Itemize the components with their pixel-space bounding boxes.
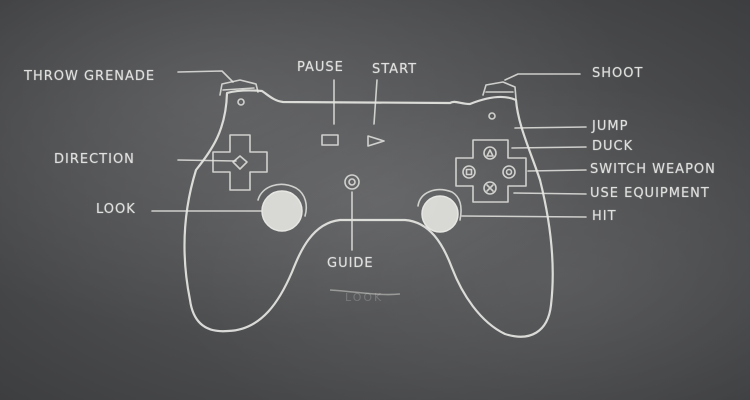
label-hit: HIT	[592, 209, 617, 224]
guide-button-icon	[344, 174, 360, 190]
square-symbol-icon	[465, 168, 473, 176]
throw-grenade-line	[177, 70, 234, 83]
use-equipment-line	[513, 192, 587, 195]
controller-outline	[183, 89, 554, 338]
right-stick-icon	[421, 195, 459, 233]
label-shoot: SHOOT	[592, 66, 644, 81]
hit-line	[461, 215, 587, 218]
cross-symbol-icon	[486, 184, 494, 192]
right-shoulder-button	[482, 81, 517, 100]
left-shoulder-button-inner	[222, 87, 255, 91]
start-line	[373, 79, 378, 125]
left-stick-ring	[257, 183, 308, 217]
label-switch-weapon: SWITCH WEAPON	[590, 162, 716, 177]
left-shoulder-button	[219, 79, 259, 96]
duck-line	[511, 146, 587, 149]
pause-button-icon	[321, 134, 339, 146]
label-look: LOOK	[96, 202, 136, 217]
action-button-cluster	[455, 139, 527, 203]
cross-button-icon	[483, 181, 497, 195]
right-stick-ring	[417, 188, 462, 221]
right-small-dot	[488, 112, 496, 120]
switch-weapon-line	[527, 169, 587, 172]
label-use-equipment: USE EQUIPMENT	[590, 186, 710, 201]
jump-line	[514, 126, 587, 129]
left-stick-icon	[261, 190, 303, 232]
dpad-icon	[212, 134, 268, 191]
label-start: START	[372, 62, 418, 77]
shoot-line	[504, 73, 581, 81]
direction-line	[177, 159, 237, 162]
label-duck: DUCK	[592, 139, 634, 154]
dpad-center	[232, 155, 248, 170]
triangle-button-icon	[483, 146, 497, 160]
label-direction: DIRECTION	[54, 152, 135, 167]
left-small-dot	[237, 98, 245, 106]
label-pause: PAUSE	[297, 60, 344, 75]
circle-button-icon	[502, 165, 516, 179]
label-throw-grenade: THROW GRENADE	[24, 69, 156, 84]
erased-label-smudge: LOOK	[345, 291, 384, 304]
start-button-icon	[367, 135, 385, 147]
triangle-symbol-icon	[486, 149, 494, 157]
circle-symbol-icon	[505, 168, 513, 176]
erased-mark	[329, 289, 401, 296]
square-button-icon	[462, 165, 476, 179]
label-guide: GUIDE	[327, 256, 374, 271]
label-jump: JUMP	[592, 119, 629, 134]
guide-button-center	[348, 178, 356, 186]
